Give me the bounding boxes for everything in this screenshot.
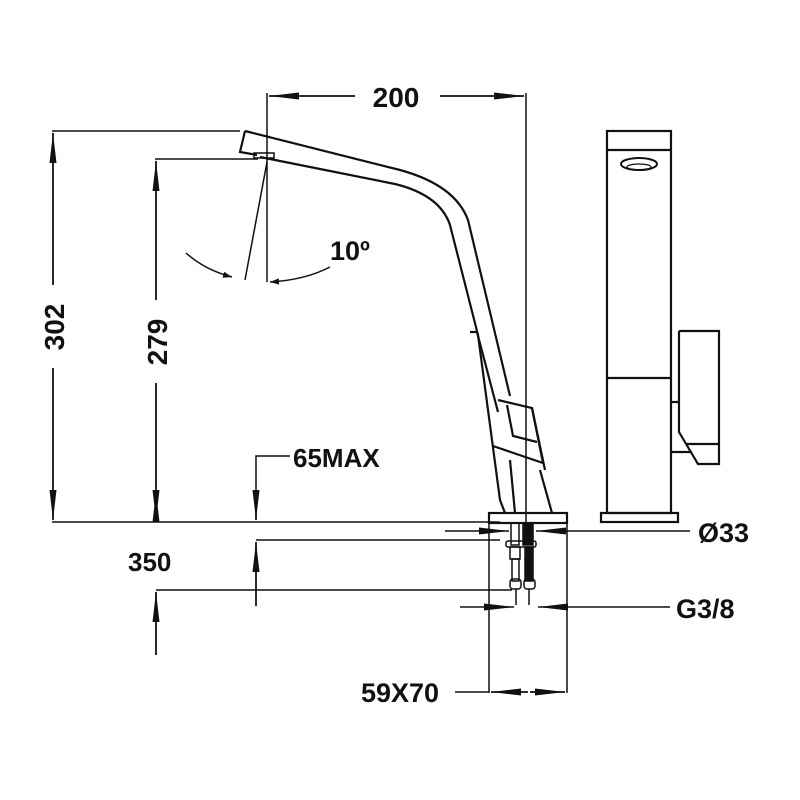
dim-label-200: 200 xyxy=(373,82,420,113)
dim-base-size: 59X70 xyxy=(361,523,568,708)
dim-label-65max: 65MAX xyxy=(293,443,380,473)
faucet-side-profile xyxy=(238,129,569,525)
dim-hose-length: 350 xyxy=(128,492,512,655)
dim-label-diameter: Ø33 xyxy=(698,518,749,548)
dim-label-350: 350 xyxy=(128,547,171,577)
faucet-front-view xyxy=(599,129,721,524)
dim-total-height: 302 xyxy=(39,130,500,523)
dim-label-angle: 10º xyxy=(330,236,370,266)
dim-counter-thickness: 65MAX xyxy=(252,443,500,606)
dim-label-base-size: 59X70 xyxy=(361,678,439,708)
dim-label-thread: G3/8 xyxy=(676,594,735,624)
dim-label-302: 302 xyxy=(39,304,70,351)
dim-label-279: 279 xyxy=(142,319,173,366)
dim-spout-angle: 10º xyxy=(185,161,370,285)
dim-spout-height: 279 xyxy=(142,158,258,520)
supply-hoses xyxy=(505,522,537,605)
dim-base-diameter: Ø33 xyxy=(445,518,749,548)
dim-connection-thread: G3/8 xyxy=(460,594,735,624)
